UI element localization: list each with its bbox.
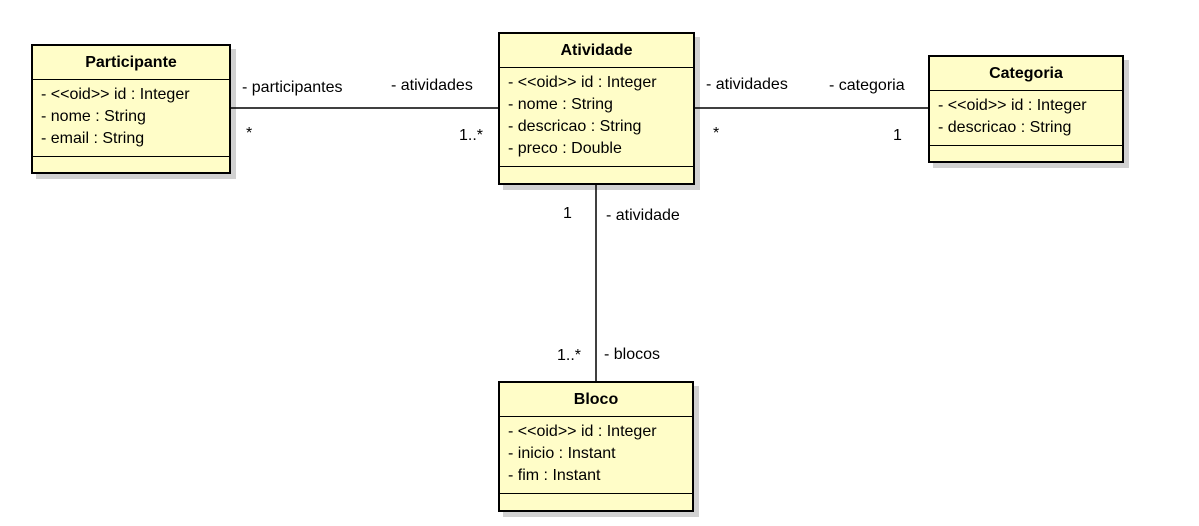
class-attributes: - <<oid>> id : Integer - inicio : Instan…	[500, 417, 692, 494]
class-bloco[interactable]: Bloco - <<oid>> id : Integer - inicio : …	[498, 381, 694, 512]
class-name: Categoria	[930, 57, 1122, 91]
class-attributes: - <<oid>> id : Integer - nome : String -…	[500, 68, 693, 167]
role-label-atividades: - atividades	[706, 76, 788, 93]
multiplicity-atividades: 1..*	[459, 127, 484, 144]
role-label-categoria: - categoria	[829, 77, 905, 94]
class-attribute: - descricao : String	[508, 118, 642, 135]
role-label-atividades: - atividades	[391, 77, 473, 94]
class-atividade[interactable]: Atividade - <<oid>> id : Integer - nome …	[498, 32, 695, 185]
role-label-blocos: - blocos	[604, 346, 661, 363]
class-attribute: - descricao : String	[938, 119, 1072, 136]
class-attribute: - <<oid>> id : Integer	[508, 423, 657, 440]
multiplicity-atividades: *	[713, 125, 720, 142]
class-attribute: - nome : String	[41, 108, 146, 125]
role-label-participantes: - participantes	[242, 79, 343, 96]
class-name: Bloco	[500, 383, 692, 417]
multiplicity-participantes: *	[246, 125, 253, 142]
class-participante[interactable]: Participante - <<oid>> id : Integer - no…	[31, 44, 231, 174]
class-operations	[930, 146, 1122, 156]
multiplicity-categoria: 1	[893, 127, 902, 144]
class-categoria[interactable]: Categoria - <<oid>> id : Integer - descr…	[928, 55, 1124, 163]
role-label-atividade: - atividade	[606, 207, 680, 224]
class-attributes: - <<oid>> id : Integer - descricao : Str…	[930, 91, 1122, 146]
class-name: Atividade	[500, 34, 693, 68]
class-attribute: - <<oid>> id : Integer	[41, 86, 190, 103]
class-attributes: - <<oid>> id : Integer - nome : String -…	[33, 80, 229, 157]
class-attribute: - fim : Instant	[508, 467, 601, 484]
multiplicity-atividade: 1	[563, 205, 572, 222]
class-operations	[500, 494, 692, 504]
class-operations	[500, 167, 693, 177]
class-attribute: - <<oid>> id : Integer	[938, 97, 1087, 114]
multiplicity-blocos: 1..*	[557, 347, 582, 364]
class-attribute: - email : String	[41, 130, 145, 147]
class-attribute: - <<oid>> id : Integer	[508, 74, 657, 91]
class-attribute: - preco : Double	[508, 140, 622, 157]
class-operations	[33, 157, 229, 167]
class-name: Participante	[33, 46, 229, 80]
class-attribute: - nome : String	[508, 96, 613, 113]
class-attribute: - inicio : Instant	[508, 445, 616, 462]
